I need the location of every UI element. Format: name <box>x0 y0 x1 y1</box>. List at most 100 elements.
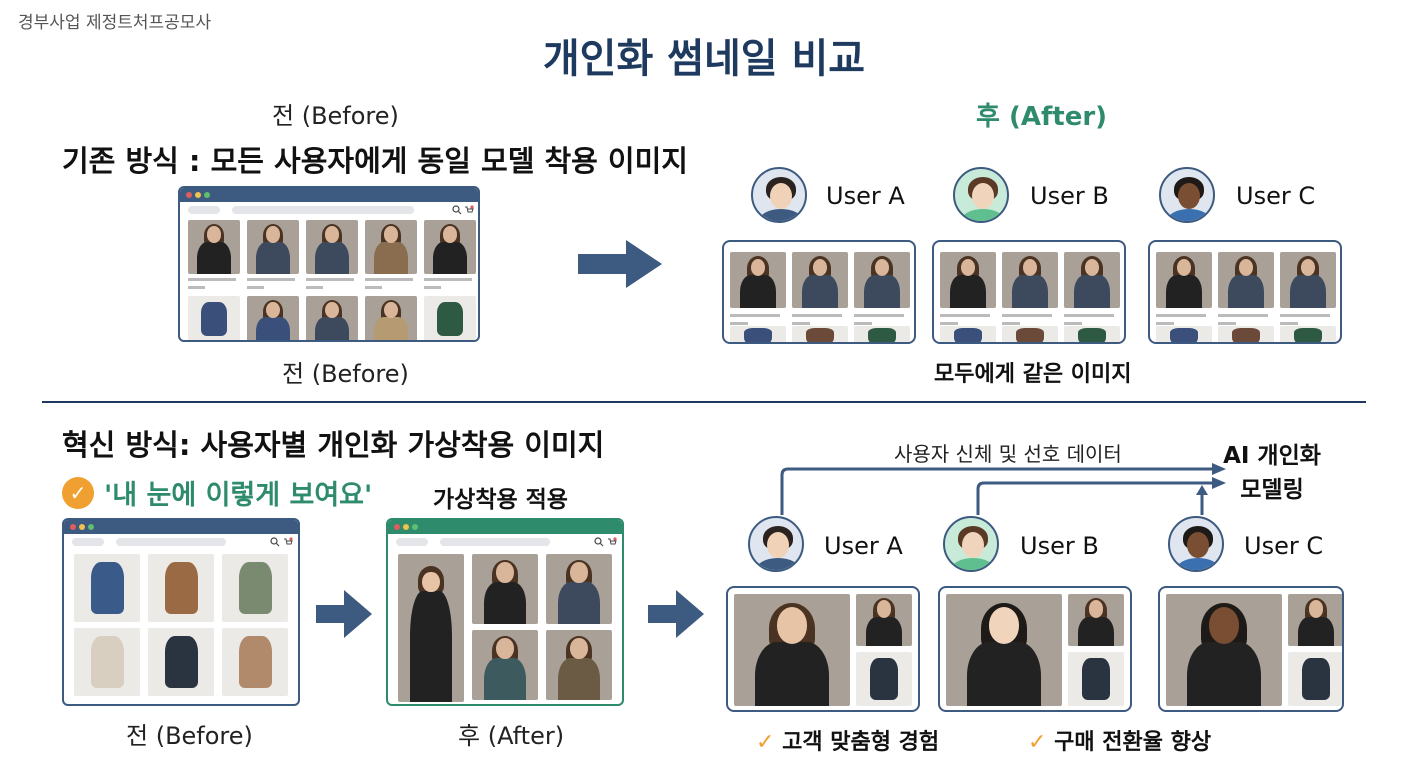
search-icon <box>594 537 604 547</box>
user-label-c-top: User C <box>1236 182 1316 210</box>
data-flow-label: 사용자 신체 및 선호 데이터 <box>894 442 1122 466</box>
product-thumbnail <box>306 296 358 340</box>
user-c-same-card <box>1148 240 1342 344</box>
check-icon: ✓ <box>1028 730 1047 755</box>
user-avatar-icon <box>1168 516 1224 572</box>
product-thumbnail <box>1156 326 1212 342</box>
section-divider <box>42 401 1366 403</box>
after-label-top: 후 (After) <box>976 102 1108 132</box>
product-thumbnail <box>222 628 288 696</box>
product-thumbnail <box>398 554 464 702</box>
cart-icon <box>608 537 617 545</box>
user-c-personalized-card <box>1158 586 1344 712</box>
product-thumbnail <box>856 652 912 706</box>
product-thumbnail <box>148 628 214 696</box>
product-thumbnail <box>188 296 240 340</box>
product-thumbnail <box>734 594 850 706</box>
search-icon <box>270 537 280 547</box>
browser-titlebar <box>64 520 298 534</box>
same-image-caption: 모두에게 같은 이미지 <box>934 362 1132 387</box>
product-thumbnail <box>546 630 612 700</box>
page-title: 개인화 썸네일 비교 <box>542 36 866 82</box>
data-flow-lines <box>780 463 1226 515</box>
virtual-tryon-label: 가상착용 적용 <box>433 487 568 513</box>
before-browser-mockup-bottom <box>62 518 300 706</box>
benefit-2: ✓ 구매 전환율 향상 <box>1028 724 1211 756</box>
product-thumbnail <box>946 594 1062 706</box>
tagline: '내 눈에 이렇게 보여요' <box>104 480 373 511</box>
product-thumbnail <box>1068 652 1124 706</box>
product-thumbnail <box>247 296 299 340</box>
product-thumbnail <box>1218 252 1274 308</box>
search-icon <box>452 205 462 215</box>
ai-line-1: AI 개인화 <box>1223 443 1321 469</box>
user-avatar-icon <box>953 167 1009 223</box>
product-thumbnail <box>730 252 786 308</box>
product-grid <box>180 218 478 340</box>
product-thumbnail <box>74 628 140 696</box>
user-label-b-top: User B <box>1030 182 1109 210</box>
product-thumbnail <box>856 594 912 646</box>
product-thumbnail <box>188 220 240 274</box>
browser-toolbar <box>388 534 622 550</box>
user-a-same-card <box>722 240 916 344</box>
user-avatar-icon <box>943 516 999 572</box>
arrow-right-icon <box>648 590 704 638</box>
product-thumbnail <box>472 630 538 700</box>
product-thumbnail <box>148 554 214 622</box>
after-caption-bottom: 후 (After) <box>458 722 565 750</box>
ai-line-2: 모델링 <box>1240 477 1304 503</box>
arrow-right-icon <box>578 240 662 288</box>
product-thumbnail <box>1064 252 1120 308</box>
product-thumbnail <box>306 220 358 274</box>
user-label-a-bottom: User A <box>824 532 903 560</box>
product-thumbnail <box>365 220 417 274</box>
arrow-right-icon <box>316 590 372 638</box>
browser-toolbar <box>180 202 478 218</box>
user-a-personalized-card <box>726 586 920 712</box>
product-thumbnail <box>1288 594 1342 646</box>
corner-text: 경부사업 제정트처프공모사 <box>18 13 212 33</box>
product-thumbnail <box>1280 252 1336 308</box>
user-b-personalized-card <box>938 586 1132 712</box>
product-thumbnail <box>1002 326 1058 342</box>
product-thumbnail <box>1064 326 1120 342</box>
product-thumbnail <box>940 326 996 342</box>
check-icon: ✓ <box>756 730 775 755</box>
product-thumbnail <box>222 554 288 622</box>
benefit-1: ✓ 고객 맞춤형 경험 <box>756 724 939 756</box>
product-thumbnail <box>1002 252 1058 308</box>
ai-modeling-label: AI 개인화 모델링 <box>1212 436 1332 504</box>
user-b-same-card <box>932 240 1126 344</box>
product-thumbnail <box>365 296 417 340</box>
product-thumbnail <box>1288 652 1342 706</box>
product-thumbnail <box>792 326 848 342</box>
user-avatar-icon <box>1159 167 1215 223</box>
product-grid <box>64 550 298 704</box>
browser-toolbar <box>64 534 298 550</box>
browser-titlebar <box>180 188 478 202</box>
product-thumbnail <box>730 326 786 342</box>
product-thumbnail <box>424 220 476 274</box>
product-thumbnail <box>424 296 476 340</box>
benefit-1-text: 고객 맞춤형 경험 <box>782 730 940 755</box>
product-thumbnail <box>1156 252 1212 308</box>
product-thumbnail <box>1166 594 1282 706</box>
product-thumbnail <box>854 326 910 342</box>
before-label-top: 전 (Before) <box>272 102 399 130</box>
product-thumbnail <box>792 252 848 308</box>
user-label-b-bottom: User B <box>1020 532 1099 560</box>
benefit-2-text: 구매 전환율 향상 <box>1054 730 1212 755</box>
product-thumbnail <box>472 554 538 624</box>
product-thumbnail <box>1218 326 1274 342</box>
check-icon: ✓ <box>62 477 94 509</box>
user-label-a-top: User A <box>826 182 905 210</box>
product-thumbnail <box>247 220 299 274</box>
innovation-heading: 혁신 방식: 사용자별 개인화 가상착용 이미지 <box>62 428 605 462</box>
user-label-c-bottom: User C <box>1244 532 1324 560</box>
product-thumbnail <box>940 252 996 308</box>
user-avatar-icon <box>751 167 807 223</box>
after-browser-mockup <box>386 518 624 706</box>
product-thumbnail <box>1068 594 1124 646</box>
user-avatar-icon <box>748 516 804 572</box>
